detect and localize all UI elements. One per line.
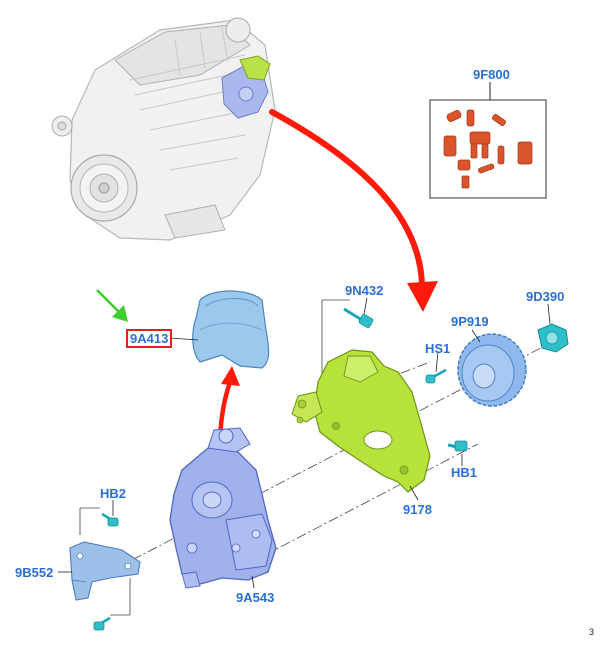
callout-9f800: 9F800: [473, 67, 510, 82]
seal-kit-box: [429, 82, 547, 199]
callout-9d390: 9D390: [526, 289, 565, 304]
callout-9p919: 9P919: [451, 314, 489, 329]
callout-9178: 9178: [403, 502, 432, 517]
bolt-lower: [93, 578, 131, 631]
callout-9a543: 9A543: [236, 590, 275, 605]
sprocket-9p919: [457, 329, 527, 407]
callout-9a413: 9A413: [126, 329, 173, 348]
callout-9b552: 9B552: [15, 565, 54, 580]
page-number: 3: [589, 627, 595, 637]
stud-hs1: [425, 351, 447, 384]
green-indicator-arrow: [96, 289, 128, 322]
heat-shield-part: [169, 290, 270, 369]
nut-9d390: [537, 303, 569, 353]
callout-hb2: HB2: [100, 486, 127, 501]
support-bracket-9b552: [58, 541, 141, 601]
bolt-hb1: [447, 440, 468, 466]
callout-9n432: 9N432: [345, 283, 384, 298]
bracket-plate-9178: [291, 349, 431, 501]
bolt-hb2: [79, 500, 119, 535]
callout-hb1: HB1: [451, 465, 478, 480]
red-curved-arrow-to-assembly: [269, 109, 438, 312]
engine-illustration: [51, 17, 276, 241]
fuel-pump-9a543: [169, 427, 277, 589]
callout-hs1: HS1: [425, 341, 451, 356]
